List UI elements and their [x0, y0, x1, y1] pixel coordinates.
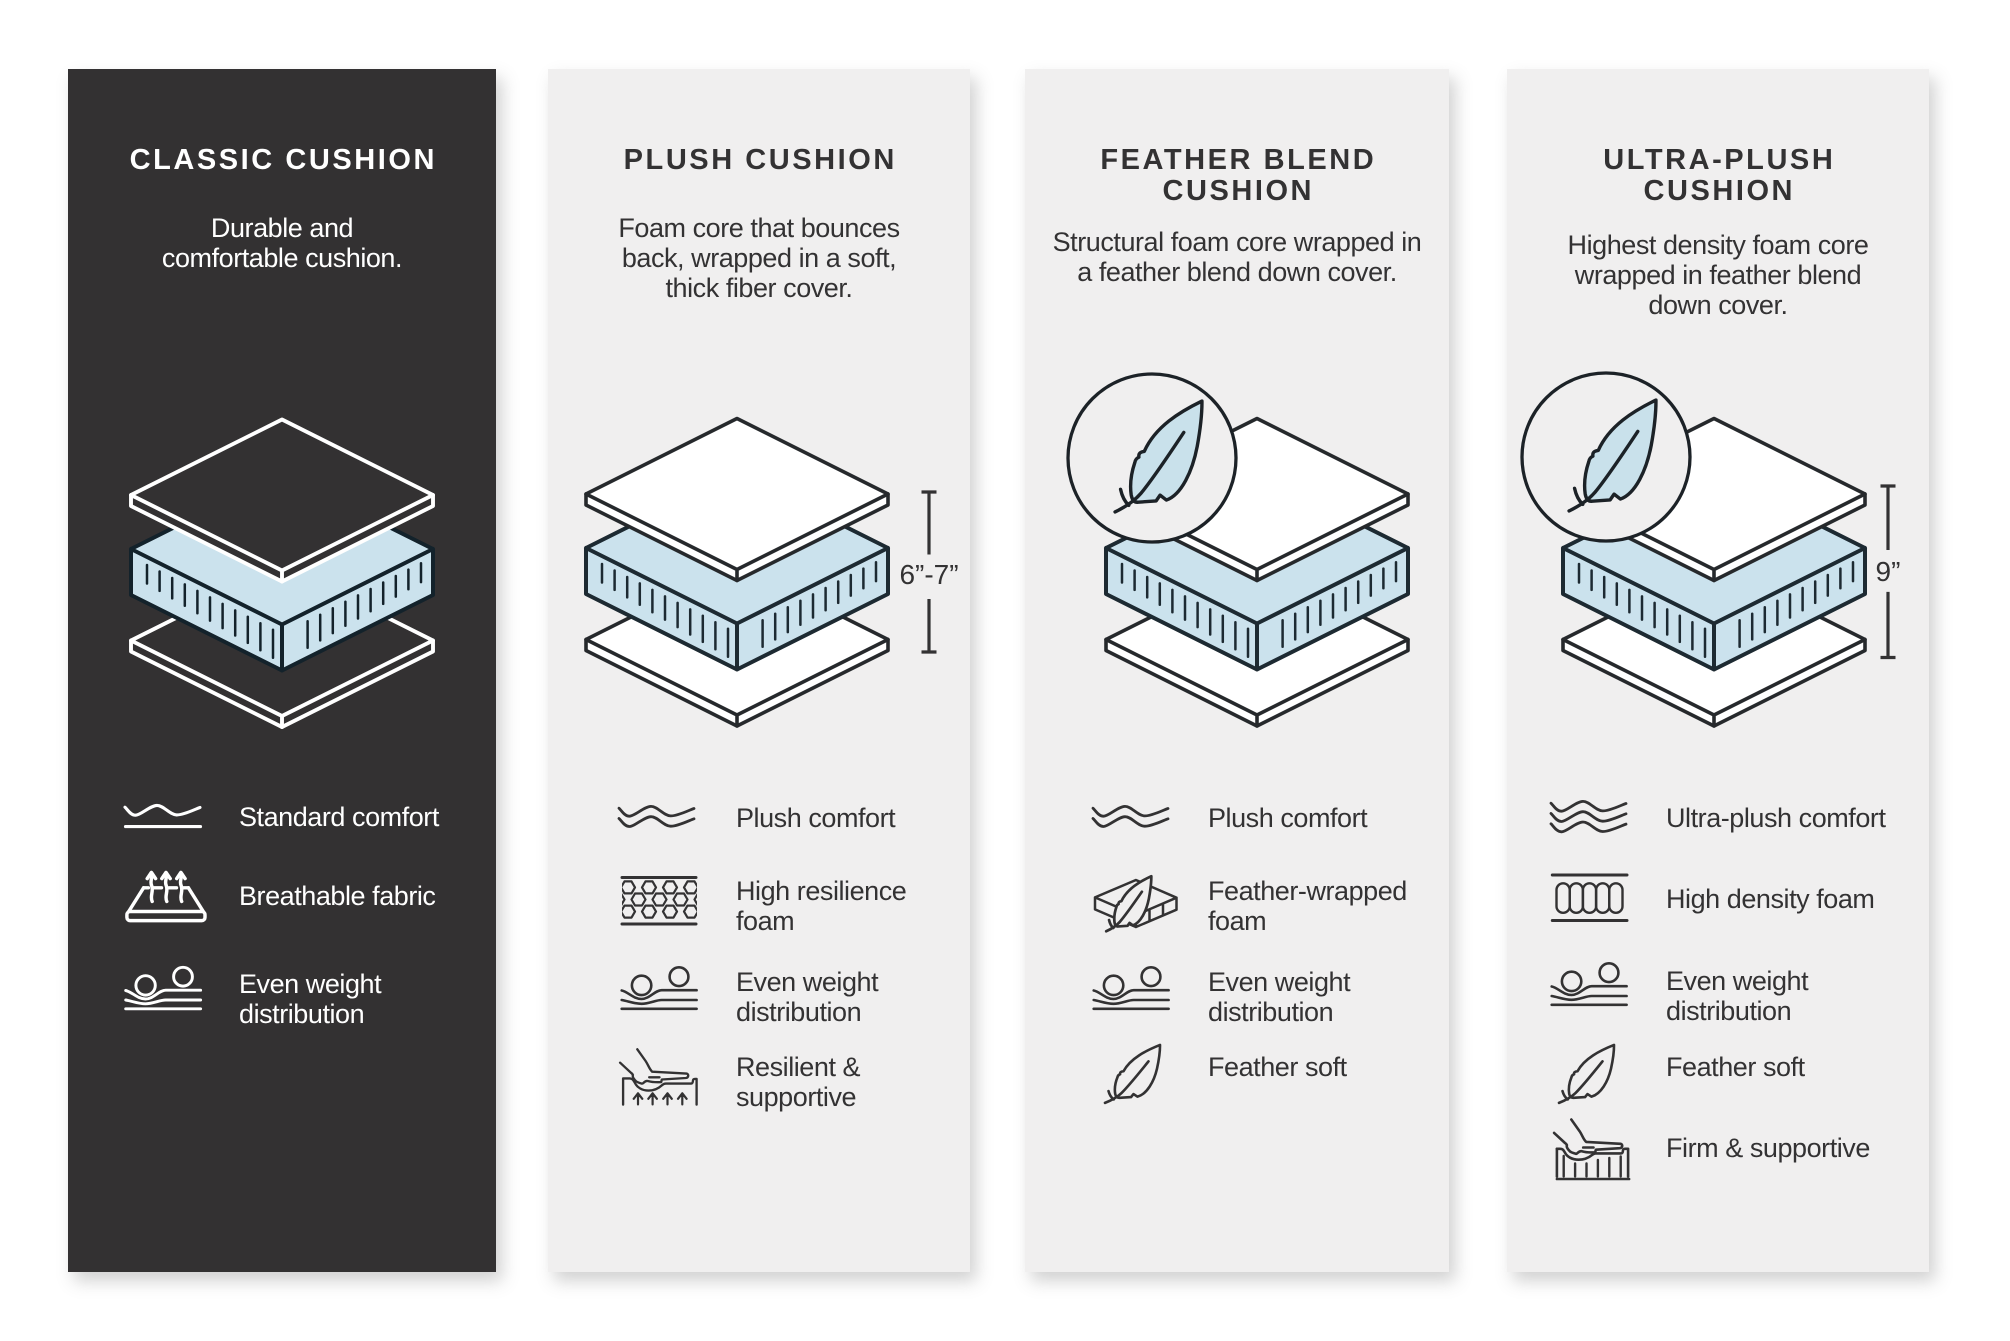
svg-text:6”-7”: 6”-7”	[899, 559, 958, 590]
svg-text:9”: 9”	[1875, 556, 1900, 587]
